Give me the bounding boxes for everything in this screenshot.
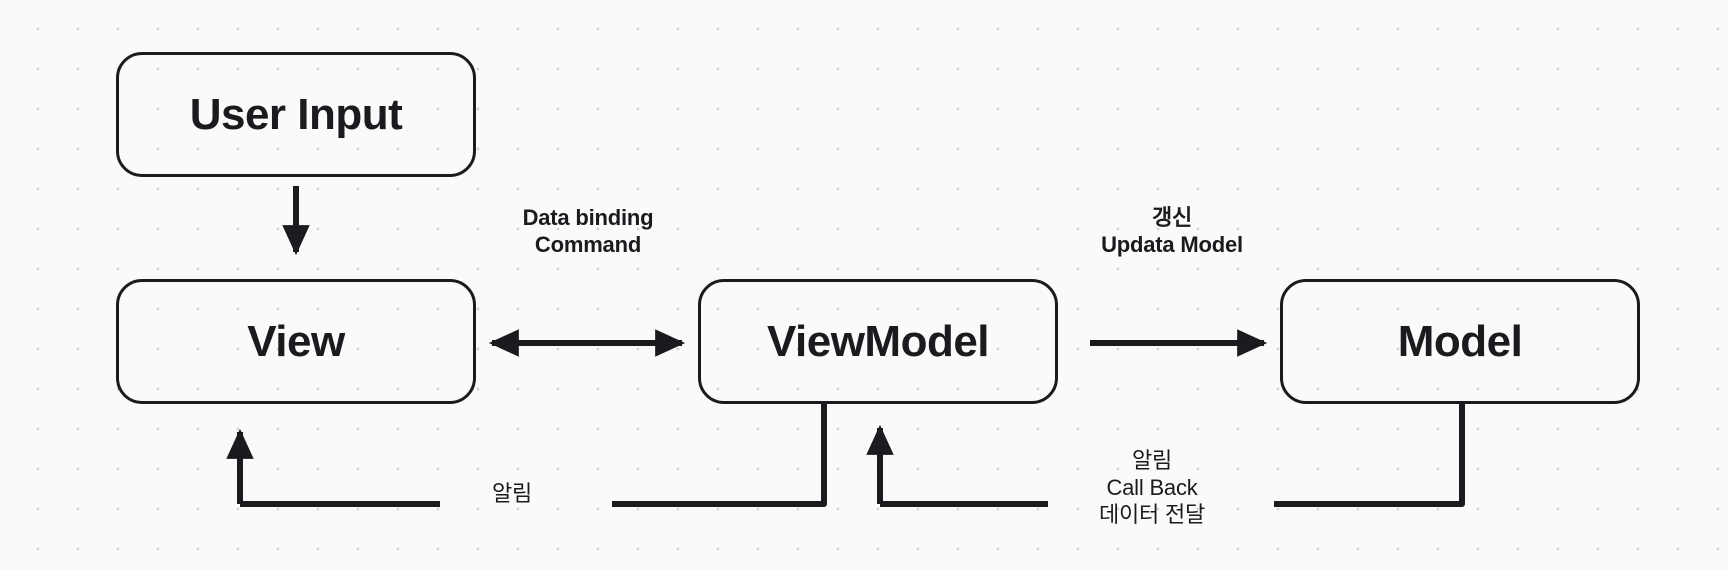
node-user-input-label: User Input	[189, 89, 403, 139]
connector-viewmodel-to-view	[226, 404, 827, 507]
edge-label-update-model: 갱신 Updata Model	[1101, 205, 1243, 257]
node-viewmodel-label: ViewModel	[766, 316, 990, 366]
node-model[interactable]: Model	[1280, 279, 1640, 404]
node-model-label: Model	[1397, 316, 1523, 366]
node-view[interactable]: View	[116, 279, 476, 404]
node-view-label: View	[247, 316, 345, 366]
node-user-input[interactable]: User Input	[116, 52, 476, 177]
node-viewmodel[interactable]: ViewModel	[698, 279, 1058, 404]
edge-label-notify-view: 알림	[491, 481, 533, 506]
edge-label-data-binding: Data binding Command	[522, 205, 654, 257]
edge-label-callback: 알림 Call Back 데이터 전달	[1098, 448, 1206, 527]
connector-model-to-viewmodel	[866, 404, 1465, 507]
